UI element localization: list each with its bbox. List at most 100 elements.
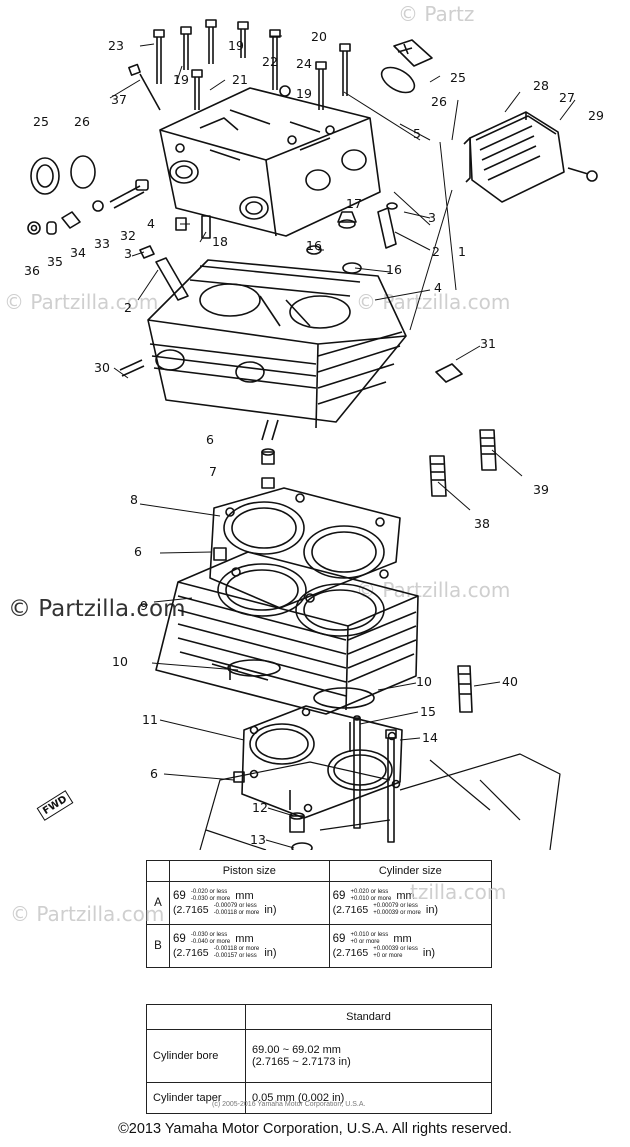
callout-7: 7 — [209, 464, 217, 479]
callout-4: 4 — [434, 280, 442, 295]
head-gasket — [209, 487, 401, 609]
tol-upper: -0.00079 or less — [213, 903, 257, 909]
callout-6: 6 — [206, 432, 214, 447]
nominal: 69 — [173, 889, 186, 902]
table-header-row: Standard — [146, 1004, 492, 1030]
tol-upper: +0.020 or less — [350, 889, 389, 895]
cap-and-oring — [380, 39, 433, 94]
callout-25: 25 — [33, 114, 49, 129]
tol-upper: -0.020 or less — [190, 889, 228, 895]
callout-10: 10 — [416, 674, 432, 689]
cylinder-spec-table: Standard Cylinder bore 69.00 ~ 69.02 mm … — [146, 1004, 492, 1114]
callout-9: 9 — [140, 598, 148, 613]
studs — [353, 715, 397, 843]
watermark: © Partzilla.com — [356, 290, 511, 314]
callout-19: 19 — [228, 38, 244, 53]
callout-4: 4 — [147, 216, 155, 231]
callout-14: 14 — [422, 730, 438, 745]
tolerance: +0.010 or less+0 or more — [350, 932, 388, 946]
callout-8: 8 — [130, 492, 138, 507]
tolerance: -0.00079 or less-0.00118 or more — [214, 903, 260, 917]
valve-cover — [463, 111, 598, 203]
nominal: 69 — [332, 932, 346, 945]
callout-26: 26 — [74, 114, 90, 129]
tol-upper: +0.00079 or less — [373, 903, 418, 909]
copyright-notice: ©2013 Yamaha Motor Corporation, U.S.A. A… — [118, 1121, 512, 1137]
row-label: Cylinder bore — [146, 1029, 246, 1083]
watermark: tzilla.com — [410, 880, 507, 904]
watermark: © Partzilla.com — [8, 596, 186, 622]
table-header — [146, 1004, 246, 1030]
row-label: Cylinder taper — [146, 1082, 246, 1114]
value-mm: 69.00 ~ 69.02 mm — [252, 1044, 341, 1056]
watermark: © Partz — [398, 2, 475, 26]
callout-17: 17 — [346, 196, 362, 211]
watermark: © Partzilla.com — [10, 902, 165, 926]
callout-6: 6 — [150, 766, 158, 781]
value-in: (2.7165 ~ 2.7173 in) — [252, 1056, 351, 1068]
callout-31: 31 — [480, 336, 496, 351]
tol-lower: -0.00118 or more — [213, 910, 260, 916]
unit: mm — [396, 889, 415, 902]
nominal: 69 — [173, 932, 186, 945]
table-row: Cylinder taper 0.05 mm (0.002 in) — [146, 1082, 492, 1114]
callout-28: 28 — [533, 78, 549, 93]
unit: in) — [264, 903, 277, 916]
cylinder-size-cell: 69 +0.010 or less+0 or more mm (2.7165 +… — [328, 924, 493, 968]
callout-13: 13 — [250, 832, 266, 847]
tolerance: +0.00079 or less+0.00039 or more — [373, 903, 421, 917]
tol-lower: -0.00157 or less — [213, 953, 257, 959]
callout-3: 3 — [124, 246, 132, 261]
cylinder-head — [119, 259, 463, 441]
callout-34: 34 — [70, 245, 86, 260]
piston-size-cell: 69 -0.020 or less-0.030 or more mm (2.71… — [169, 881, 330, 925]
unit: in) — [425, 903, 439, 916]
unit: in) — [422, 946, 436, 959]
callout-21: 21 — [232, 72, 248, 87]
callout-2: 2 — [432, 244, 440, 259]
callout-3: 3 — [428, 210, 436, 225]
tolerance: +0.020 or less+0.010 or more — [350, 889, 391, 903]
cylinder-size-cell: 69 +0.020 or less+0.010 or more mm (2.71… — [328, 881, 493, 925]
tol-lower: +0 or more — [373, 953, 403, 959]
callout-2: 2 — [124, 300, 132, 315]
watermark: © Partzilla.com — [4, 290, 159, 314]
callout-27: 27 — [559, 90, 575, 105]
unit: mm — [235, 889, 254, 902]
camshaft-housing — [159, 87, 381, 237]
callout-39: 39 — [533, 482, 549, 497]
small-parts-left — [27, 155, 149, 235]
callout-18: 18 — [212, 234, 228, 249]
oring-and-collar — [289, 812, 313, 850]
unit: in) — [264, 946, 277, 959]
unit: mm — [235, 932, 254, 945]
tolerance: -0.00118 or more-0.00157 or less — [214, 946, 260, 960]
table-header: Cylinder size — [328, 860, 493, 882]
fine-print: (c) 2005-2016 Yamaha Motor Corporation, … — [212, 1101, 366, 1108]
tol-lower: +0.010 or more — [350, 896, 392, 902]
tol-lower: +0 or more — [350, 939, 380, 945]
callout-30: 30 — [94, 360, 110, 375]
tolerance: -0.020 or less-0.030 or more — [191, 889, 230, 903]
crankcase — [199, 753, 561, 850]
table-header: Piston size — [169, 860, 330, 882]
nominal-in: (2.7165 — [332, 946, 369, 959]
callout-15: 15 — [420, 704, 436, 719]
watermark: © Partzilla.com — [356, 578, 511, 602]
row-value: 69.00 ~ 69.02 mm (2.7165 ~ 2.7173 in) — [245, 1029, 492, 1083]
callout-20: 20 — [311, 29, 327, 44]
small-parts-mid — [139, 202, 398, 301]
callout-1: 1 — [458, 244, 466, 259]
callout-16: 16 — [386, 262, 402, 277]
table-header-row: Piston size Cylinder size — [146, 860, 493, 882]
callout-6: 6 — [134, 544, 142, 559]
callout-10: 10 — [112, 654, 128, 669]
callout-26: 26 — [431, 94, 447, 109]
callout-23: 23 — [108, 38, 124, 53]
tol-upper: +0.010 or less — [350, 932, 389, 938]
exploded-parts-diagram: © Partz © Partzilla.com © Partzilla.com … — [4, 2, 604, 850]
callout-22: 22 — [262, 54, 278, 69]
callout-38: 38 — [474, 516, 490, 531]
engine-parts-drawing — [27, 19, 598, 850]
callout-35: 35 — [47, 254, 63, 269]
